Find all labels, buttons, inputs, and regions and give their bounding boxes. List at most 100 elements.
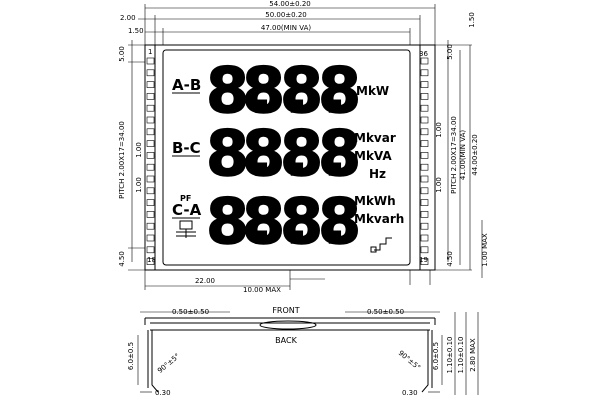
left-pin	[146, 163, 155, 171]
dim-pitch-right: PITCH 2.00X17=34.00	[450, 116, 458, 194]
right-pin	[420, 234, 429, 242]
left-pin	[146, 211, 155, 218]
left-pin	[146, 128, 155, 136]
right-pins	[420, 57, 429, 265]
right-pin	[420, 116, 429, 124]
bottom-dimensions: 22.00 10.00 MAX	[144, 270, 431, 294]
right-pin	[420, 211, 429, 218]
unit-mkwh: MkWh	[354, 194, 396, 208]
dim-pin-right-2: 1.00	[435, 177, 443, 193]
segment-digit: 8.	[206, 54, 273, 127]
left-pin	[146, 258, 155, 265]
dim-right-height: 6.0±0.5	[432, 342, 440, 370]
pulse-icon	[370, 237, 392, 253]
dim-side-bottom-left: 0.30	[155, 389, 171, 397]
dim-bottom-width: 22.00	[195, 277, 215, 285]
right-pin	[420, 187, 429, 195]
right-pin	[420, 69, 429, 77]
dim-right-offset-top: 1.50	[468, 12, 476, 28]
dim-thick-1: 1.10±0.10	[446, 336, 454, 373]
side-view: FRONT BACK 0.50±0.50 0.50±0.50 6.0±0.5 9…	[127, 306, 479, 397]
right-pin	[420, 199, 429, 206]
dim-glass-width: 50.00±0.20	[265, 11, 307, 19]
dim-pitch-left: PITCH 2.00X17=34.00	[118, 121, 126, 199]
left-pins	[146, 57, 155, 265]
dim-side-max: 1.00 MAX	[481, 233, 489, 267]
row-label-bc: B-C	[172, 139, 201, 157]
dim-thick-2: 1.10±0.10	[457, 336, 465, 373]
right-pin	[420, 104, 429, 112]
row-label-ca: C-A	[172, 201, 202, 219]
right-pin	[420, 152, 429, 159]
dim-left-offset-va: 1.50	[128, 27, 144, 35]
right-side-dimensions: 5.00 PITCH 2.00X17=34.00 41.00(MIN VA) 4…	[435, 40, 489, 278]
meter-symbol-icon	[176, 220, 196, 238]
right-pin	[420, 163, 429, 171]
segment-digit: 8.	[242, 185, 309, 258]
left-pin	[146, 199, 155, 206]
dim-overall-width: 54.00±0.20	[269, 0, 311, 8]
dim-view-area-width: 47.00(MIN VA)	[261, 24, 311, 32]
dim-overall-height: 44.00±0.20	[471, 134, 479, 176]
dim-right-top-margin: 5.00	[446, 44, 454, 60]
right-pin	[420, 222, 429, 230]
dim-right-angle: 90°±5°	[397, 349, 422, 372]
segment-digit: 8.	[206, 117, 273, 190]
unit-mkw: MkW	[356, 84, 389, 98]
segment-digit: 8.	[242, 117, 309, 190]
dim-left-height: 6.0±0.5	[127, 342, 135, 370]
dim-bottom-right: 4.50	[446, 251, 454, 267]
segment-digit: 8.	[280, 54, 347, 127]
unit-mkvar: Mkvar	[354, 131, 396, 145]
left-pin	[146, 57, 155, 65]
left-pin	[146, 140, 155, 147]
top-dimensions: 54.00±0.20 50.00±0.20 2.00 47.00(MIN VA)…	[120, 0, 476, 45]
right-pin	[420, 140, 429, 147]
right-pin	[420, 57, 429, 65]
right-pin	[420, 93, 429, 100]
display-area: A-B B-C PF C-A 8.8.8.88.8.8.88.8.8.8 MkW…	[172, 53, 404, 259]
segment-digit: 8	[318, 54, 361, 127]
left-pin	[146, 175, 155, 183]
dim-side-bottom-right: 0.30	[402, 389, 418, 397]
pin-label-1: 1	[148, 48, 152, 56]
dim-pin-right-1: 1.00	[435, 122, 443, 138]
left-pin	[146, 222, 155, 230]
dim-pin-left-2: 1.00	[135, 177, 143, 193]
pin-label-18: 18	[147, 256, 156, 264]
row-label-pf: PF	[180, 194, 191, 203]
row-label-ab: A-B	[172, 76, 201, 94]
left-pin	[146, 93, 155, 100]
front-label: FRONT	[272, 306, 299, 315]
left-pin	[146, 81, 155, 88]
dim-thick-max: 2.80 MAX	[469, 338, 477, 372]
segment-digit: 8.	[280, 117, 347, 190]
segment-digit: 8.	[206, 185, 273, 258]
right-pin	[420, 175, 429, 183]
seal-oval	[259, 320, 317, 330]
left-pin	[146, 116, 155, 124]
dim-left-offset-top: 2.00	[120, 14, 136, 22]
dim-left-top: 0.50±0.50	[172, 308, 209, 316]
segment-digit: 8.	[280, 185, 347, 258]
dim-right-top: 0.50±0.50	[367, 308, 404, 316]
segment-digit: 8	[318, 117, 361, 190]
dim-left-top-margin: 5.00	[118, 46, 126, 62]
segment-digit: 8	[318, 185, 361, 258]
right-pin	[420, 246, 429, 254]
dim-bottom-left: 4.50	[118, 251, 126, 267]
left-pin	[146, 234, 155, 242]
dim-va-height: 41.00(MIN VA)	[459, 130, 467, 180]
right-pin	[420, 81, 429, 88]
dim-left-angle: 90°±5°	[156, 352, 181, 375]
left-pin	[146, 187, 155, 195]
left-side-dimensions: 5.00 PITCH 2.00X17=34.00 1.00 1.00 4.50	[118, 40, 145, 271]
back-label: BACK	[275, 336, 297, 345]
unit-mkva: MkVA	[354, 149, 392, 163]
dim-bottom-max: 10.00 MAX	[243, 286, 281, 294]
pin-label-19: 19	[419, 256, 428, 264]
dim-pin-left-1: 1.00	[135, 142, 143, 158]
left-pin	[146, 246, 155, 254]
pin-label-36: 36	[419, 50, 428, 58]
